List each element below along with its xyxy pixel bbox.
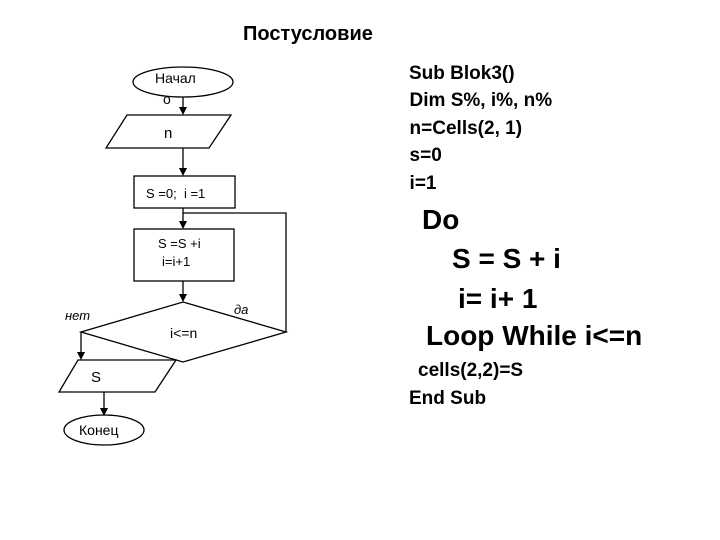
code-body-line: S = S + i — [452, 243, 561, 274]
input-label: n — [164, 125, 172, 142]
condition-label: i<=n — [170, 325, 197, 341]
output-label: S — [91, 369, 101, 386]
init-block — [133, 175, 236, 209]
yes-label: да — [234, 302, 248, 317]
loop-body-line1: S =S +i — [158, 236, 201, 251]
no-label: нет — [65, 308, 90, 323]
condition-diamond — [78, 301, 289, 363]
loop-body-block — [133, 228, 235, 282]
output-block — [57, 359, 178, 393]
code-loop: Loop While i<=n — [426, 320, 643, 351]
code-line: s=0 — [399, 145, 442, 166]
slide-title: Постусловие — [243, 23, 373, 45]
code-do: Do — [422, 204, 460, 235]
end-terminator — [63, 414, 145, 446]
start-label: Начал — [155, 70, 196, 86]
input-block — [104, 114, 233, 149]
code-line: Dim S%, i%, n% — [399, 90, 553, 111]
yes-loop-back-line — [183, 212, 287, 332]
code-body-line: i= i+ 1 — [458, 283, 538, 314]
code-line: n=Cells(2, 1) — [399, 118, 523, 139]
code-line: i=1 — [399, 173, 437, 194]
code-line: Sub Blok3() — [409, 63, 515, 84]
init-label: S =0; i =1 — [146, 186, 205, 201]
code-line: cells(2,2)=S — [418, 360, 524, 381]
end-label: Конец — [79, 422, 118, 438]
start-label-wrap: о — [163, 91, 171, 107]
code-line: End Sub — [409, 388, 487, 409]
loop-body-line2: i=i+1 — [162, 254, 190, 269]
